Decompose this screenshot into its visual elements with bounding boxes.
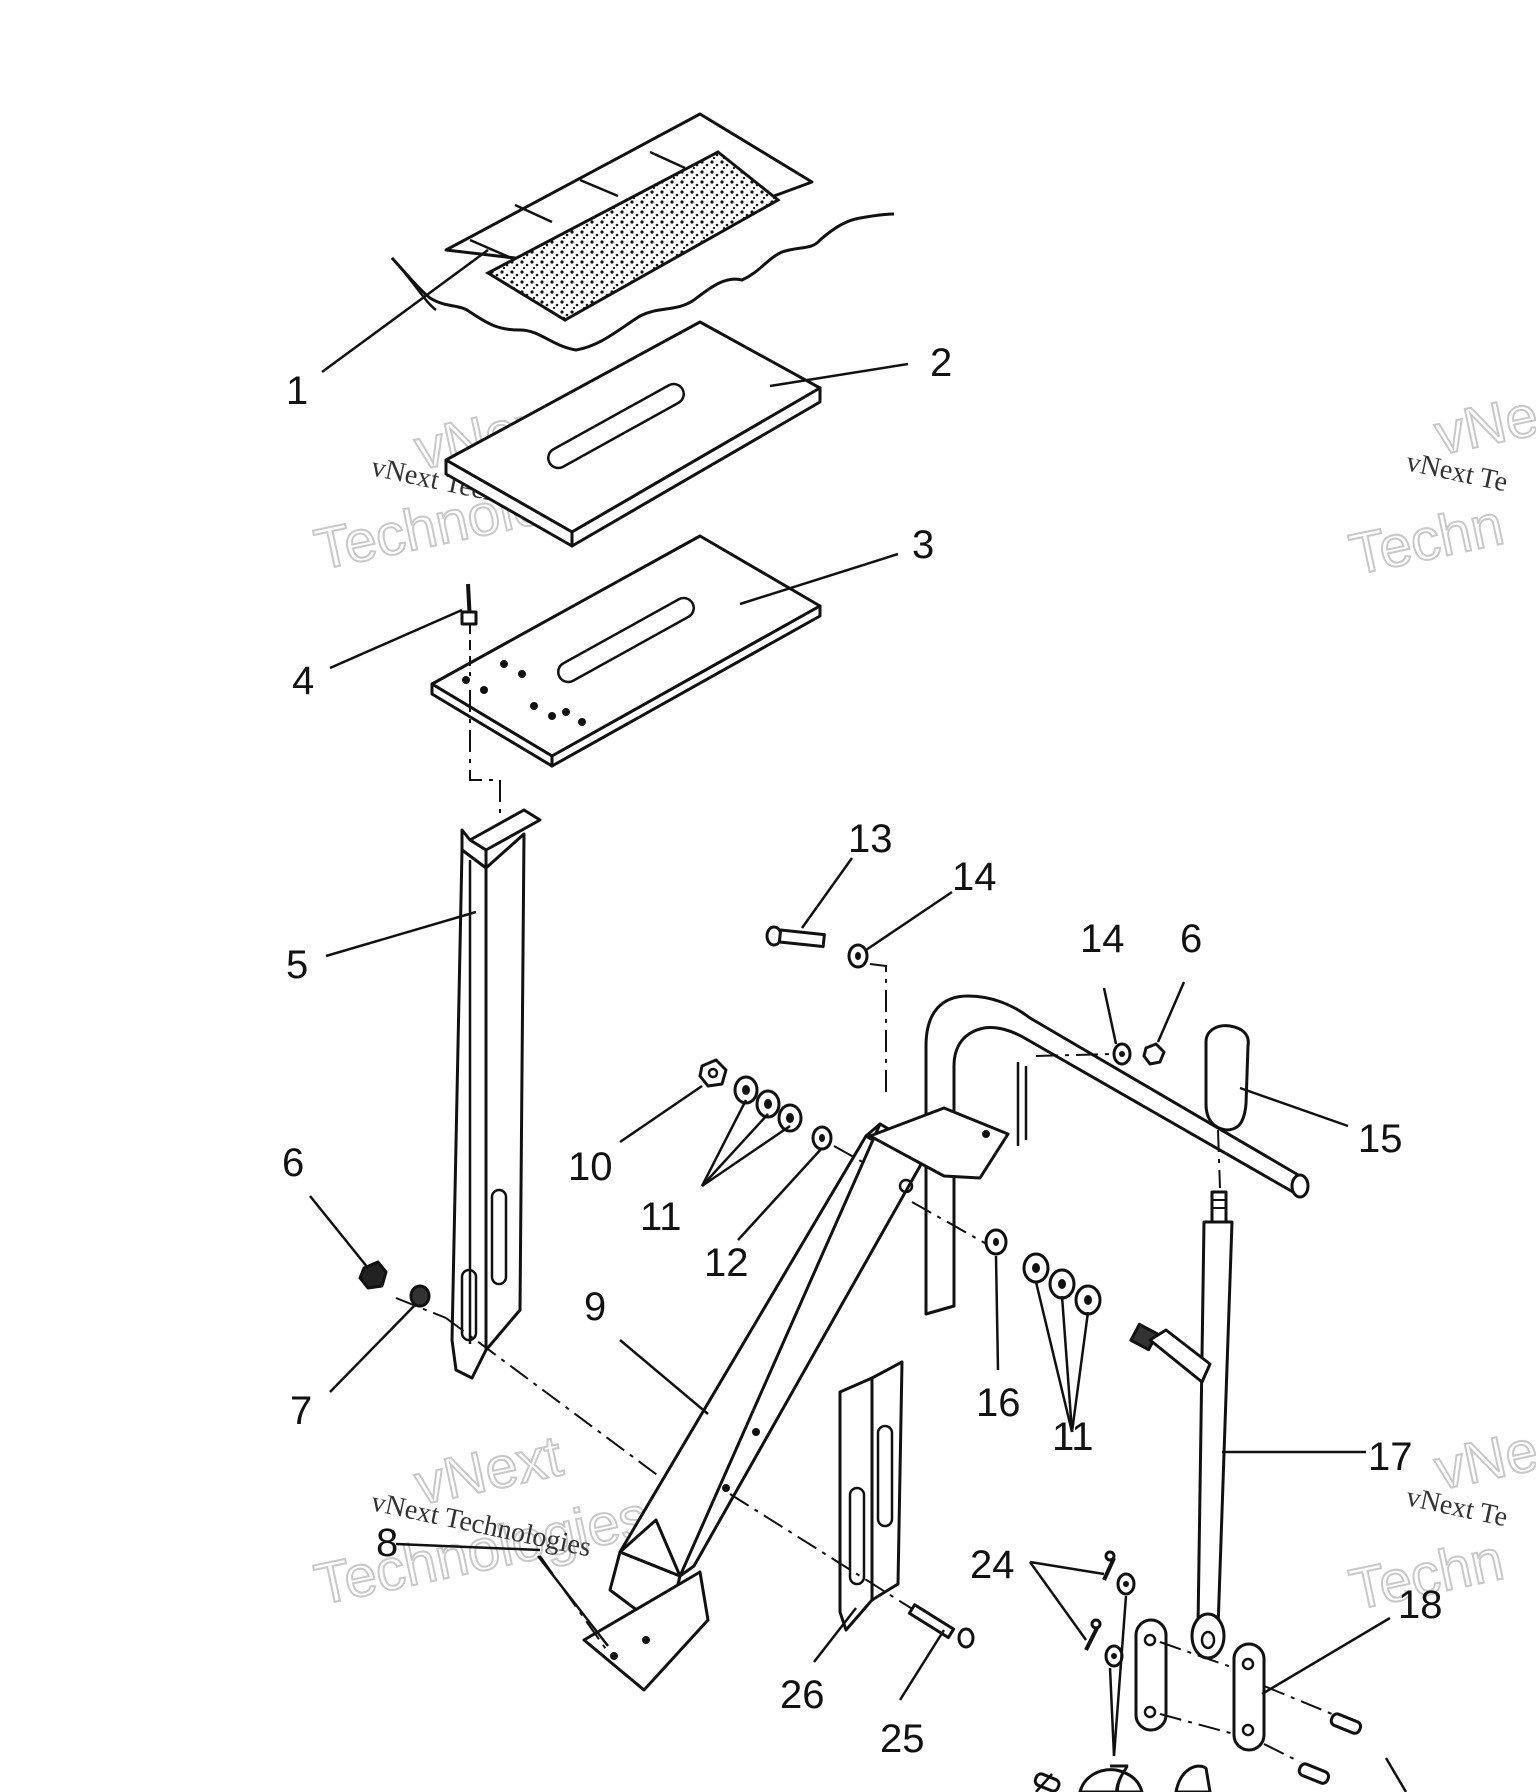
- watermark-top-right: vNe Techn vNext Te: [1343, 382, 1536, 589]
- callout-2: 2: [930, 341, 952, 385]
- part-1-seat-panel: [390, 112, 895, 352]
- part-14-washer-upper: [847, 943, 887, 1096]
- callout-7-left: 7: [290, 1389, 312, 1433]
- callout-labels: 1 2 3 4 5 6 7 8 9 10 11 12 13 14 14 6 15…: [282, 341, 1443, 1792]
- callout-10: 10: [568, 1145, 613, 1189]
- clevis-pins: [1033, 1685, 1363, 1792]
- callout-25: 25: [880, 1717, 925, 1761]
- part-6-nut-right: [1142, 1042, 1166, 1066]
- callout-14-upper: 14: [952, 855, 997, 899]
- part-13-bolt: [765, 925, 826, 949]
- callout-3: 3: [912, 523, 934, 567]
- callout-9: 9: [584, 1285, 606, 1329]
- callout-18: 18: [1398, 1583, 1443, 1627]
- part-17-shift-rod: [1190, 1129, 1234, 1660]
- part-2-seat-pad: [444, 320, 822, 548]
- callout-13: 13: [848, 817, 893, 861]
- callout-11-upper: 11: [640, 1195, 682, 1239]
- part-5-seat-post: [450, 690, 542, 1380]
- callout-11-lower: 11: [1052, 1415, 1094, 1459]
- callout-7-right: 7: [1108, 1757, 1130, 1792]
- callout-15: 15: [1358, 1117, 1403, 1161]
- link-plate-left: [1134, 1618, 1168, 1732]
- part-10-nut: [698, 1058, 728, 1088]
- callout-17: 17: [1368, 1435, 1413, 1479]
- callout-14-right: 14: [1080, 917, 1125, 961]
- stud-pivot: [1129, 1322, 1212, 1384]
- watermark-bottom-left: vNext Technologies vNext Technologies: [308, 1422, 655, 1618]
- callout-8: 8: [376, 1521, 398, 1565]
- u-bar-frame: [868, 994, 1310, 1316]
- part-18-link-plate: [1159, 1641, 1266, 1752]
- part-24-cotter-pins: [1084, 1550, 1116, 1651]
- callout-26: 26: [780, 1673, 825, 1717]
- part-26-bracket: [838, 1360, 904, 1632]
- part-15-knob: [1204, 1024, 1250, 1132]
- part-11-washers-upper: [733, 1075, 803, 1133]
- callout-16: 16: [976, 1381, 1021, 1425]
- part-14-washer-right: [1035, 1042, 1132, 1066]
- part-4-screw: [460, 583, 478, 676]
- callout-4: 4: [292, 659, 314, 703]
- part-7-washer-left: [395, 1284, 447, 1319]
- callout-6-left: 6: [282, 1141, 304, 1185]
- lower-parts-partial: [1035, 1757, 1408, 1792]
- callout-1: 1: [286, 369, 308, 413]
- callout-12: 12: [704, 1241, 749, 1285]
- callout-5: 5: [286, 943, 308, 987]
- part-6-nut-left: [358, 1260, 388, 1290]
- callout-6-right: 6: [1180, 917, 1202, 961]
- callout-24: 24: [970, 1543, 1015, 1587]
- leader-lines: [309, 248, 1391, 1757]
- part-3-seat-plate: [430, 534, 822, 768]
- part-25-bolt: [729, 1493, 975, 1649]
- part-7-washers-right: [1104, 1572, 1136, 1668]
- watermark-partial2: Techn: [1344, 492, 1509, 588]
- part-16-washer: [911, 1201, 1008, 1256]
